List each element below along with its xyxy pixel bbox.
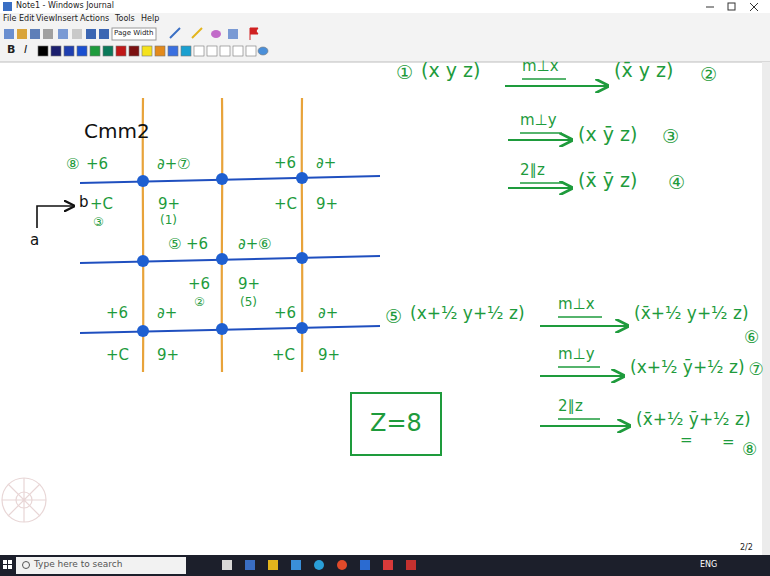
operation-label: m⊥y (558, 346, 595, 363)
equals-mark: = (722, 434, 735, 451)
symmetry-label: +6 (186, 236, 208, 253)
position-number: ⑤ (385, 306, 402, 328)
symmetry-label: +6 (274, 155, 296, 172)
symmetry-label: +C (90, 196, 113, 213)
position-number: ④ (668, 172, 685, 194)
menu-item: Tools (115, 14, 135, 23)
italic-button: I (24, 44, 27, 57)
position-number: ⑥ (258, 236, 271, 253)
axis-arrow (37, 206, 74, 228)
coordinate-triplet: (x̄ ȳ z) (578, 170, 637, 192)
menu-item: View (36, 14, 55, 23)
position-number: ③ (93, 216, 104, 230)
menu-item: Help (141, 14, 159, 23)
search-hint: Type here to search (34, 559, 122, 569)
operation-label: m⊥x (558, 296, 595, 313)
window-chrome (0, 0, 770, 62)
mirror-lines (80, 176, 380, 333)
position-number: (5) (240, 296, 257, 310)
scrollbar (762, 62, 770, 555)
coordinate-triplet: (x̄+½ ȳ+½ z) (636, 410, 751, 430)
symmetry-label: ∂+ (157, 156, 177, 173)
symmetry-label: 9+ (158, 196, 180, 213)
window-title: Note1 - Windows Journal (16, 1, 114, 10)
symmetry-label: ∂+ (318, 305, 338, 322)
result-box: Z=8 (350, 392, 442, 456)
operation-label: 2∥z (558, 398, 583, 415)
taskbar (0, 555, 770, 576)
taskbar-icons (222, 560, 416, 570)
symmetry-label: +6 (274, 305, 296, 322)
language-indicator: ENG (700, 560, 717, 569)
zoom-box: Page Width (114, 29, 154, 37)
symmetry-label: +C (274, 196, 297, 213)
coordinate-triplet: (x ȳ z) (578, 124, 637, 146)
coordinate-triplet: (x̄ y z) (614, 60, 673, 82)
menu-item: Actions (80, 14, 109, 23)
toolbar-icons (4, 28, 258, 40)
position-number: ⑧ (742, 440, 757, 460)
symmetry-label: 9+ (157, 347, 179, 364)
symmetry-label: +6 (188, 276, 210, 293)
position-number: ⑦ (177, 156, 190, 173)
twofold-axes (137, 172, 308, 337)
start-button (3, 560, 12, 569)
symmetry-label: ∂+ (316, 155, 336, 172)
space-group-symbol: Cmm2 (84, 120, 150, 143)
position-number: (1) (160, 214, 177, 228)
axis-label: b (79, 194, 89, 211)
operation-label: 2∥z (520, 162, 545, 179)
box-text: Z=8 (370, 410, 422, 438)
symmetry-label: +6 (86, 156, 108, 173)
symmetry-label: 9+ (316, 196, 338, 213)
position-number: ② (700, 64, 717, 86)
coordinate-triplet: (x y z) (421, 60, 480, 82)
position-number: ② (194, 296, 205, 310)
menu-item: Insert (55, 14, 78, 23)
symmetry-label: 9+ (238, 276, 260, 293)
coordinate-triplet: (x+½ y+½ z) (410, 304, 525, 324)
bold-button: B (7, 44, 15, 57)
equals-mark: = (680, 432, 693, 449)
color-swatches (38, 46, 268, 56)
position-number: ③ (662, 126, 679, 148)
coordinate-triplet: (x+½ ȳ+½ z) (630, 358, 745, 378)
page-number: 2/2 (740, 543, 753, 552)
position-number: ① (396, 62, 413, 84)
menu-item: File (3, 14, 16, 23)
menu-item: Edit (19, 14, 35, 23)
symmetry-label: +C (272, 347, 295, 364)
title-bar (0, 0, 770, 13)
operation-label: m⊥y (520, 112, 557, 129)
app-icon (3, 2, 12, 11)
position-number: ⑥ (744, 328, 759, 348)
symmetry-label: ∂+ (157, 305, 177, 322)
position-number: ⑧ (66, 156, 79, 173)
symmetry-label: +C (106, 347, 129, 364)
logo-watermark (2, 478, 46, 522)
symmetry-label: +6 (106, 305, 128, 322)
symmetry-label: 9+ (318, 347, 340, 364)
symmetry-label: ∂+ (238, 236, 258, 253)
window-buttons (706, 3, 758, 11)
search-box (16, 557, 186, 574)
position-number: ⑤ (168, 236, 181, 253)
position-number: ⑦ (749, 360, 764, 380)
coordinate-triplet: (x̄+½ y+½ z) (634, 304, 749, 324)
operation-label: m⊥x (522, 58, 559, 75)
axis-label: a (30, 232, 39, 249)
